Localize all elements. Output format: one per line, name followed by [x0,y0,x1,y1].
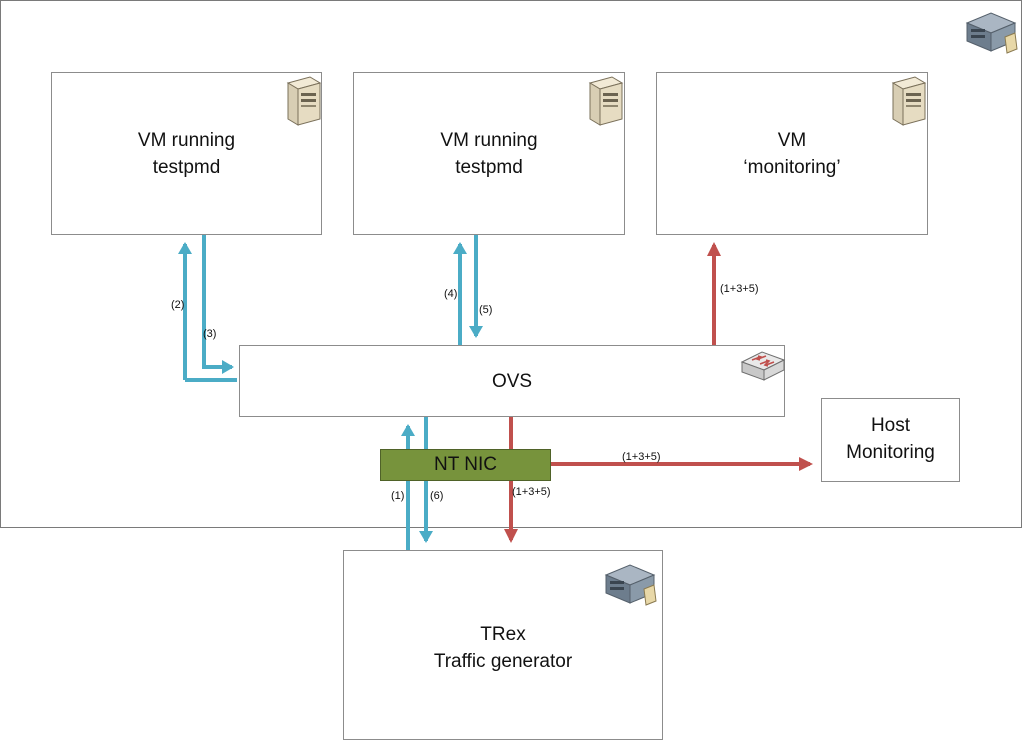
vm-testpmd-1: VM running testpmd [51,72,322,235]
vm-monitoring-line1: VM [777,130,807,151]
rack-server-icon [600,561,658,616]
vm-testpmd-1-label: VM running testpmd [52,127,321,181]
trex-line1: TRex [480,624,526,645]
trex-line2: Traffic generator [433,651,573,672]
trex-box: TRex Traffic generator [343,550,663,740]
vm-monitoring-label: VM ‘monitoring’ [657,127,927,181]
vm-monitoring-line2: ‘monitoring’ [743,157,841,178]
host-monitoring-line1: Host [870,415,911,436]
vm-testpmd-2: VM running testpmd [353,72,625,235]
tower-server-icon [280,73,324,134]
host-monitoring-box: Host Monitoring [821,398,960,482]
vm-testpmd-1-line2: testpmd [152,157,221,178]
tower-server-icon [582,73,626,134]
host-monitoring-line2: Monitoring [846,442,935,463]
ovs-label: OVS [491,371,533,392]
rack-server-icon [961,9,1019,64]
trex-label: TRex Traffic generator [344,621,662,675]
host-monitoring-label: Host Monitoring [822,412,959,466]
vm-testpmd-2-line1: VM running [440,130,538,151]
vm-testpmd-1-line1: VM running [137,130,236,151]
tower-server-icon [885,73,929,134]
nt-nic-box: NT NIC [380,449,551,481]
vm-monitoring: VM ‘monitoring’ [656,72,928,235]
nt-nic-label: NT NIC [434,454,497,475]
switch-icon [738,348,788,389]
ovs-box: OVS [239,345,788,417]
vm-testpmd-2-line2: testpmd [455,157,523,178]
vm-testpmd-2-label: VM running testpmd [354,127,624,181]
